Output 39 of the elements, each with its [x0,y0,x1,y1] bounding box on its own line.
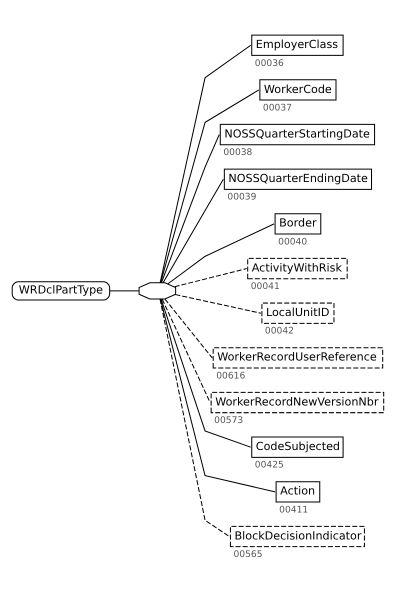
node-label: 00037 [262,103,292,114]
node-box: EmployerClass [251,34,344,56]
node-label: 00573 [214,416,244,426]
connector [168,223,274,284]
connector [164,298,213,358]
node-box: ActivityWithRisk [247,258,348,280]
node-box: BlockDecisionIndicator [230,526,365,548]
node-box: WorkerRecordUserReference [212,347,384,369]
node-box: WRDclPartType [12,281,110,301]
node-label: 00616 [216,371,246,382]
node-box: WorkerCode [259,79,336,101]
connector [160,299,251,448]
node-label: 00042 [264,326,294,337]
node-box: NOSSQuarterEndingDate [224,168,372,190]
connector [160,89,260,283]
node-label: 00425 [254,460,284,471]
node-box: LocalUnitID [261,302,334,324]
node-box: WorkerRecordNewVersionNbr [210,392,384,414]
connector [160,299,276,492]
node-label: 00565 [233,550,263,560]
node-box: NOSSQuarterStartingDate [220,124,376,146]
node-box: CodeSubjected [251,436,344,458]
node-label: 00040 [278,237,308,248]
connector [162,178,224,283]
node-box: Border [274,213,322,235]
node-label: 00041 [250,282,280,292]
node-label: 00038 [223,148,252,158]
connector [160,44,252,283]
node-label: 00411 [279,505,308,516]
connector [174,268,247,288]
connector [162,299,211,403]
node-octagon [138,282,176,300]
connector [160,298,230,537]
node-label: 00036 [254,58,284,69]
connector [110,290,139,292]
connector [160,134,220,283]
connector [175,294,261,314]
node-label: 00039 [227,192,256,203]
node-box: Action [276,481,320,503]
